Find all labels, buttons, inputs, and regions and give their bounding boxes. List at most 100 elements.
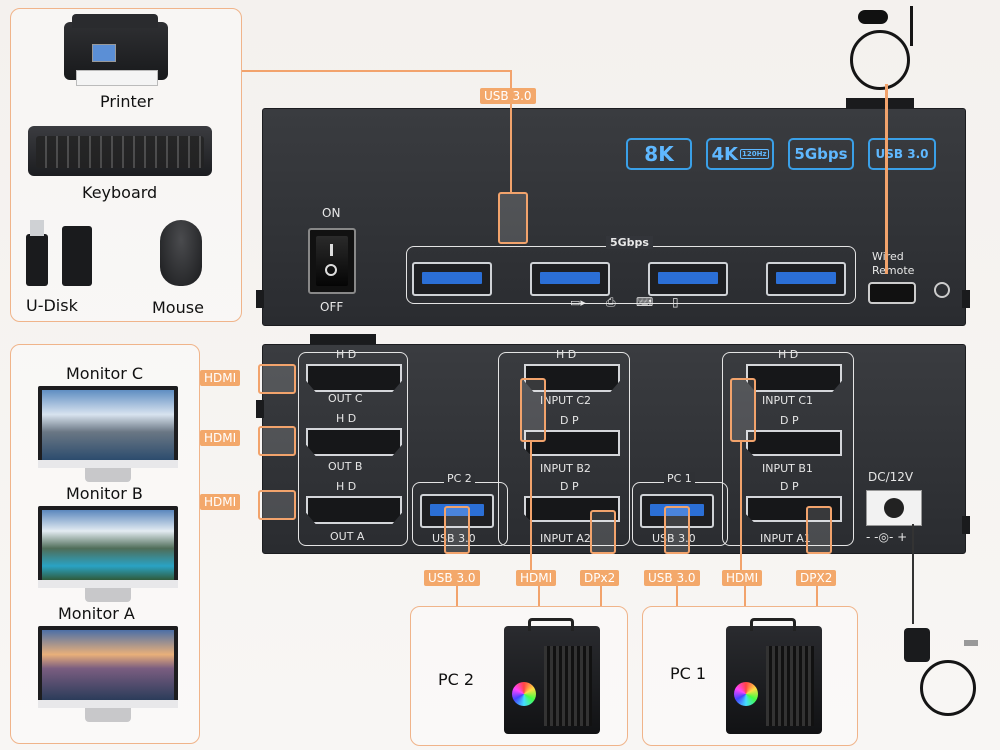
monitor-a-label: Monitor A	[58, 604, 135, 623]
pc1-usb-label: USB 3.0	[652, 532, 696, 545]
input-a2-dp-label: D P	[560, 480, 579, 493]
input-c2-hd-label: H D	[556, 348, 577, 361]
pc1-group-label: PC 1	[664, 472, 695, 485]
hdmi-tag-b: HDMI	[200, 430, 241, 446]
out-c-hdmi-port[interactable]	[306, 364, 402, 392]
input-b2-dp-label: D P	[560, 414, 579, 427]
pc2-usb-label: USB 3.0	[432, 532, 476, 545]
hdmi-tag-c: HDMI	[200, 370, 241, 386]
keyboard-image	[28, 126, 212, 176]
monitor-c-image	[38, 386, 178, 464]
pc1-dp-plug	[806, 506, 832, 554]
pc2-tower-image	[504, 618, 600, 734]
out-b-hd-label: H D	[336, 412, 357, 425]
pc1-hdmi-tag: HDMI	[722, 570, 763, 586]
pc1-usb-plug	[664, 506, 690, 554]
input-b2-dp-port[interactable]	[524, 430, 620, 456]
out-b-label: OUT B	[328, 460, 363, 473]
pc2-usb-tag: USB 3.0	[424, 570, 480, 586]
hdmi-plug-c	[258, 364, 296, 394]
input-a1-label: INPUT A1	[760, 532, 811, 545]
pc1-input-group	[722, 352, 854, 546]
hdmi-plug-a	[258, 490, 296, 520]
monitor-b-image	[38, 506, 178, 584]
usb-port-mouse[interactable]	[766, 262, 846, 296]
keyboard-label: Keyboard	[82, 183, 158, 202]
mouse-image	[160, 220, 202, 286]
out-a-hdmi-port[interactable]	[306, 496, 402, 524]
printer-image	[64, 14, 168, 88]
usb-top-tag: USB 3.0	[480, 88, 536, 104]
kvm-rear-top-panel	[262, 108, 966, 326]
badge-usb30: USB 3.0	[868, 138, 936, 170]
pc1-usb-port[interactable]	[640, 494, 714, 528]
remote-port[interactable]	[868, 282, 916, 304]
pc1-dp-tag: DPX2	[796, 570, 837, 586]
input-b1-label: INPUT B1	[762, 462, 813, 475]
usb-port-printer[interactable]	[412, 262, 492, 296]
input-a2-dp-port[interactable]	[524, 496, 620, 522]
pc2-label: PC 2	[438, 670, 475, 689]
pc1-usb-tag: USB 3.0	[644, 570, 700, 586]
input-c1-hdmi-port[interactable]	[746, 364, 842, 392]
badge-4k-120hz: 4K 120Hz	[706, 138, 774, 170]
input-c1-hd-label: H D	[778, 348, 799, 361]
usb-top-plug	[498, 192, 528, 244]
udisk-label: U-Disk	[26, 296, 78, 315]
hdmi-tag-a: HDMI	[200, 494, 241, 510]
pc2-input-group	[498, 352, 630, 546]
pc2-dp-tag: DPx2	[580, 570, 620, 586]
pc2-group-label: PC 2	[444, 472, 475, 485]
monitor-a-image	[38, 626, 178, 704]
power-adapter-image	[900, 620, 980, 720]
out-c-label: OUT C	[328, 392, 363, 405]
remote-symbol-icon	[934, 282, 950, 298]
monitor-c-label: Monitor C	[66, 364, 144, 383]
mouse-label: Mouse	[152, 298, 204, 317]
out-c-hd-label: H D	[336, 348, 357, 361]
input-c2-label: INPUT C2	[540, 394, 592, 407]
dc-power-jack[interactable]	[866, 490, 922, 526]
pc2-hdmi-plug	[520, 378, 546, 442]
badge-4k-text: 4K	[711, 143, 738, 165]
pc2-dp-plug	[590, 510, 616, 554]
pc2-usb-port[interactable]	[420, 494, 494, 528]
udisk-image	[26, 220, 98, 292]
usb-port-udisk[interactable]	[648, 262, 728, 296]
pc2-hdmi-tag: HDMI	[516, 570, 557, 586]
badge-5gbps: 5Gbps	[788, 138, 854, 170]
usb-group-label: 5Gbps	[606, 236, 653, 249]
pc2-usb-plug	[444, 506, 470, 554]
input-a2-label: INPUT A2	[540, 532, 591, 545]
pc1-label: PC 1	[670, 664, 707, 683]
input-b1-dp-label: D P	[780, 414, 799, 427]
remote-label-line2: Remote	[872, 264, 915, 277]
out-a-label: OUT A	[330, 530, 365, 543]
hdmi-plug-b	[258, 426, 296, 456]
input-c1-label: INPUT C1	[762, 394, 814, 407]
power-switch[interactable]	[308, 228, 356, 294]
usb-port-keyboard[interactable]	[530, 262, 610, 296]
wired-remote-image	[848, 4, 920, 90]
badge-120hz-text: 120Hz	[739, 149, 769, 159]
udisk-icon: ▭▸	[570, 296, 586, 309]
input-a1-dp-label: D P	[780, 480, 799, 493]
dc-label: DC/12V	[868, 470, 914, 484]
printer-label: Printer	[100, 92, 154, 111]
mouse-icon: ▯	[672, 295, 679, 309]
dc-polarity-icon: - -◎- +	[866, 530, 908, 544]
output-group	[298, 352, 408, 546]
out-b-hdmi-port[interactable]	[306, 428, 402, 456]
pc1-hdmi-plug	[730, 378, 756, 442]
keyboard-icon: ⌨	[636, 295, 654, 309]
printer-icon: ⎙	[606, 295, 616, 309]
input-b2-label: INPUT B2	[540, 462, 591, 475]
pc1-tower-image	[726, 618, 822, 734]
input-b1-dp-port[interactable]	[746, 430, 842, 456]
badge-8k: 8K	[626, 138, 692, 170]
monitor-b-label: Monitor B	[66, 484, 143, 503]
switch-on-label: ON	[322, 206, 341, 220]
input-a1-dp-port[interactable]	[746, 496, 842, 522]
out-a-hd-label: H D	[336, 480, 357, 493]
switch-off-label: OFF	[320, 300, 344, 314]
